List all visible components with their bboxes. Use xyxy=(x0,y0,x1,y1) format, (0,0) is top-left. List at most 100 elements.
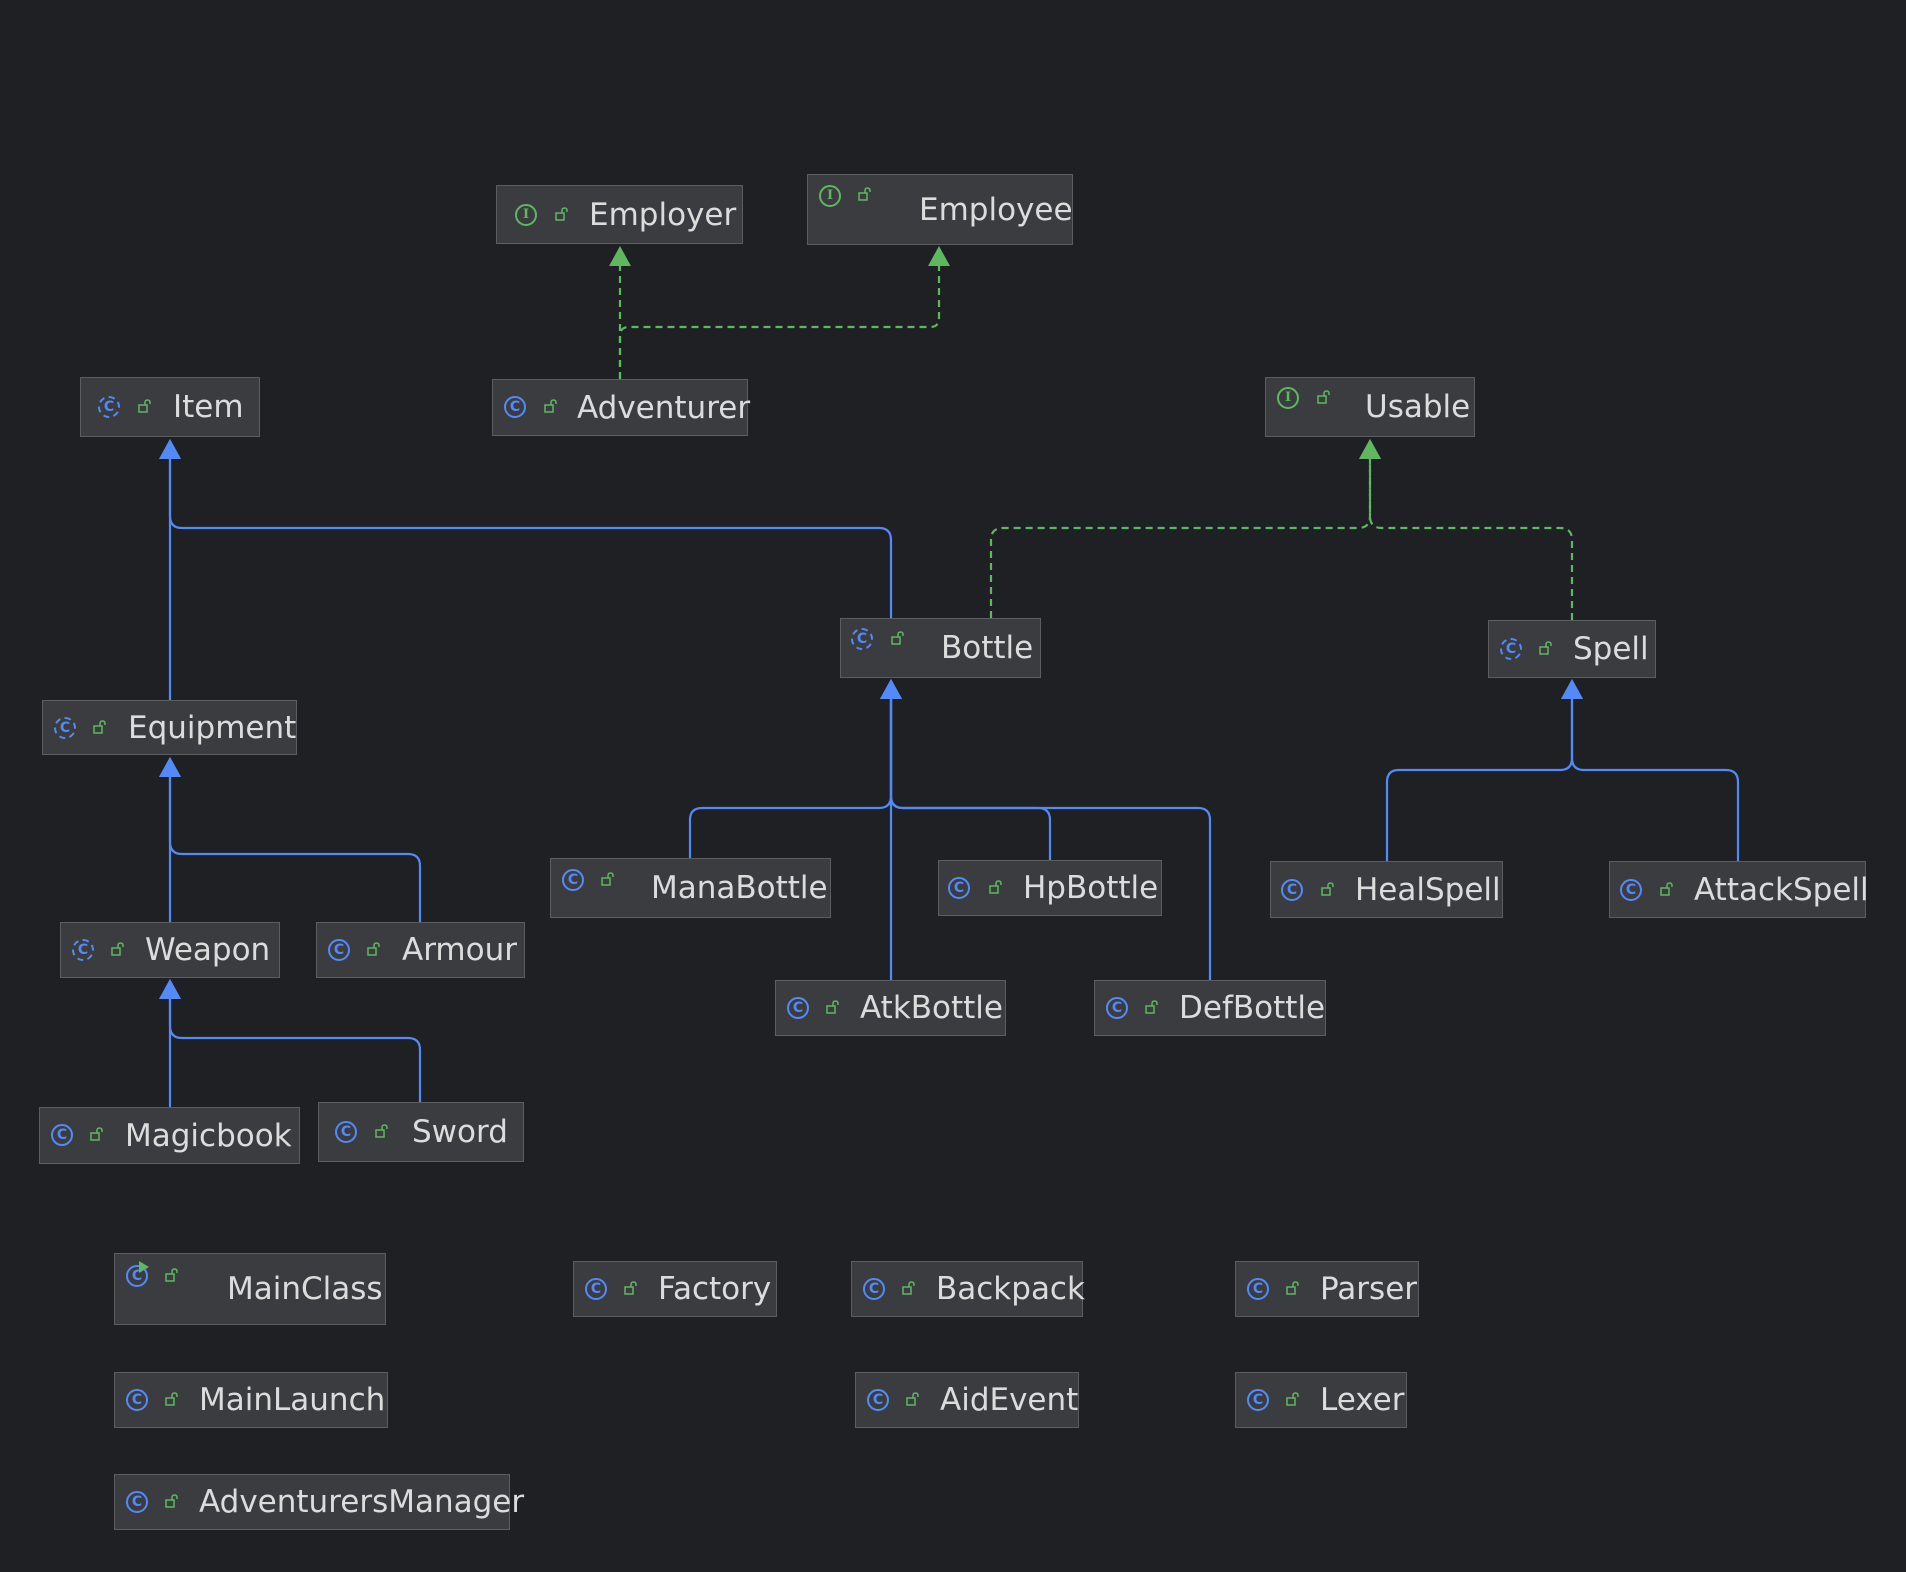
class-name: Lexer xyxy=(1320,1382,1405,1418)
class-name: Parser xyxy=(1320,1271,1418,1307)
public-access-icon xyxy=(902,1280,916,1295)
public-access-icon xyxy=(1317,389,1331,404)
class-name: Item xyxy=(173,389,244,425)
class-icon: C xyxy=(1281,879,1303,901)
public-access-icon xyxy=(989,879,1003,894)
public-access-icon xyxy=(165,1493,179,1508)
abstract-class-icon: C xyxy=(72,939,94,961)
public-access-icon xyxy=(1660,881,1674,896)
edge-line xyxy=(1368,443,1574,620)
public-access-icon xyxy=(93,719,107,734)
public-access-icon xyxy=(1286,1391,1300,1406)
edge-manabottle-extends-bottle xyxy=(688,679,902,858)
public-access-icon xyxy=(367,941,381,956)
class-name: Bottle xyxy=(941,630,1034,666)
edge-adventurer-implements-employer xyxy=(609,246,631,379)
class-node-equipment[interactable]: C Equipment xyxy=(42,700,297,755)
edge-line xyxy=(1570,684,1740,861)
public-access-icon xyxy=(826,999,840,1014)
public-access-icon xyxy=(375,1123,389,1138)
class-name: Factory xyxy=(658,1271,772,1307)
edge-line xyxy=(1385,684,1574,861)
edge-attackspell-extends-spell xyxy=(1561,679,1740,861)
class-name: Magicbook xyxy=(125,1118,292,1154)
public-access-icon xyxy=(1145,999,1159,1014)
edge-defbottle-extends-bottle xyxy=(880,679,1212,980)
class-name: ManaBottle xyxy=(651,870,828,906)
edge-adventurer-implements-employee xyxy=(618,246,950,379)
class-node-parser[interactable]: C Parser xyxy=(1235,1261,1419,1317)
class-node-healspell[interactable]: C HealSpell xyxy=(1270,861,1503,918)
class-icon: C xyxy=(863,1278,885,1300)
class-icon: C xyxy=(126,1491,148,1513)
class-name: DefBottle xyxy=(1179,990,1326,1026)
arrowhead xyxy=(159,979,181,999)
runnable-class-icon: C xyxy=(126,1261,149,1287)
class-name: Armour xyxy=(402,932,517,968)
interface-icon: I xyxy=(515,204,537,226)
public-access-icon xyxy=(1286,1280,1300,1295)
class-name: HealSpell xyxy=(1355,872,1501,908)
class-icon: C xyxy=(335,1121,357,1143)
abstract-class-icon: C xyxy=(1500,638,1522,660)
class-name: AttackSpell xyxy=(1694,872,1869,908)
public-access-icon xyxy=(90,1126,104,1141)
class-icon: C xyxy=(328,939,350,961)
arrowhead xyxy=(880,679,902,699)
arrowhead xyxy=(1561,679,1583,699)
abstract-class-icon: C xyxy=(851,628,873,650)
class-node-bottle[interactable]: C Bottle xyxy=(840,618,1041,678)
run-marker-icon xyxy=(139,1261,149,1273)
class-name: HpBottle xyxy=(1023,870,1159,906)
class-icon: C xyxy=(562,869,584,891)
edge-sword-extends-weapon xyxy=(159,979,422,1102)
class-node-manabottle[interactable]: C ManaBottle xyxy=(550,858,831,918)
class-node-hpbottle[interactable]: C HpBottle xyxy=(938,860,1162,916)
edge-line xyxy=(989,443,1372,618)
arrowhead xyxy=(159,439,181,459)
public-access-icon xyxy=(111,941,125,956)
class-name: Equipment xyxy=(128,710,297,746)
class-icon: C xyxy=(1247,1278,1269,1300)
class-node-adventurersmanager[interactable]: C AdventurersManager xyxy=(114,1474,524,1530)
class-icon: C xyxy=(504,396,526,418)
class-icon: C xyxy=(787,997,809,1019)
arrowhead xyxy=(609,246,631,266)
abstract-class-icon: C xyxy=(54,717,76,739)
class-name: Weapon xyxy=(145,932,271,968)
class-name: Sword xyxy=(412,1114,508,1150)
class-node-armour[interactable]: C Armour xyxy=(316,922,525,978)
edge-bottle-implements-usable xyxy=(989,439,1381,618)
arrowhead xyxy=(928,246,950,266)
class-node-weapon[interactable]: C Weapon xyxy=(60,922,280,978)
edge-line xyxy=(168,443,893,618)
class-node-defbottle[interactable]: C DefBottle xyxy=(1094,980,1326,1036)
edge-equipment-extends-item xyxy=(159,439,181,700)
public-access-icon xyxy=(165,1267,179,1282)
edge-armour-extends-equipment xyxy=(159,757,422,922)
edge-spell-implements-usable xyxy=(1359,439,1574,620)
class-name: MainClass xyxy=(227,1271,383,1307)
interface-icon: I xyxy=(1277,387,1299,409)
class-icon: C xyxy=(1106,997,1128,1019)
class-node-mainclass[interactable]: C MainClass xyxy=(114,1253,386,1325)
class-name: Employee xyxy=(919,192,1073,228)
class-icon: C xyxy=(948,877,970,899)
class-name: AdventurersManager xyxy=(199,1484,525,1520)
class-name: AidEvent xyxy=(940,1382,1079,1418)
class-node-sword[interactable]: C Sword xyxy=(318,1102,524,1162)
